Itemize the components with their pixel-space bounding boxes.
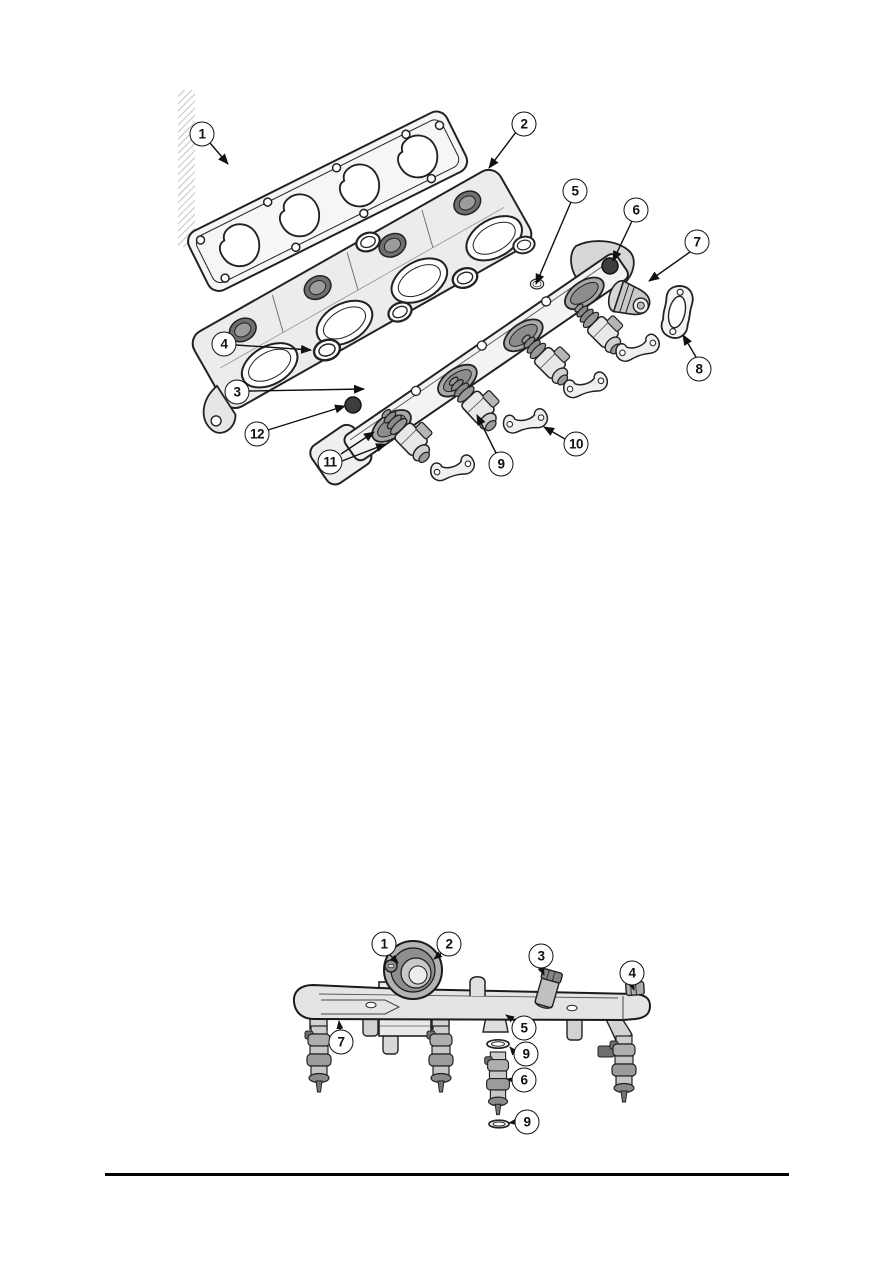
fuel-rail-drawing xyxy=(292,940,652,1129)
callout-3: 3 xyxy=(224,379,250,405)
rail-end-plug xyxy=(344,396,362,414)
figure-exploded-intake-manifold: 1 2 5 6 7 8 4 3 12 11 9 10 xyxy=(172,88,732,503)
callout-10: 10 xyxy=(563,431,589,457)
callout-2: 2 xyxy=(511,111,537,137)
rail-sensor xyxy=(534,968,564,1009)
callout-9-lower: 9 xyxy=(514,1109,540,1135)
callout-leader-lines xyxy=(209,131,697,462)
callout-8: 8 xyxy=(686,356,712,382)
injector-o-rings xyxy=(486,1038,510,1129)
manifold-runner-ports xyxy=(240,215,523,389)
pressure-regulator xyxy=(607,279,651,316)
callout-7: 7 xyxy=(328,1029,354,1055)
rail-clamp-loop xyxy=(469,976,486,996)
callout-1: 1 xyxy=(189,121,215,147)
callout-11: 11 xyxy=(317,449,343,475)
callout-7: 7 xyxy=(684,229,710,255)
callout-4: 4 xyxy=(619,960,645,986)
callout-12: 12 xyxy=(244,421,270,447)
callout-9: 9 xyxy=(488,451,514,477)
exploded-view-drawing xyxy=(178,90,697,486)
figure-fuel-rail-assembly: 1 2 3 4 5 7 9 6 9 xyxy=(283,928,663,1138)
callout-1: 1 xyxy=(371,931,397,957)
callout-5: 5 xyxy=(511,1015,537,1041)
scan-artifact-hatch xyxy=(178,90,195,247)
fuel-rail-assembly xyxy=(292,940,652,1129)
bracket-plug xyxy=(601,257,619,275)
footer-rule xyxy=(105,1173,789,1176)
callout-9-upper: 9 xyxy=(513,1041,539,1067)
callout-6: 6 xyxy=(623,197,649,223)
regulator-gasket xyxy=(660,285,694,339)
fuel-injectors xyxy=(304,1025,637,1116)
callout-3: 3 xyxy=(528,943,554,969)
callout-6: 6 xyxy=(511,1067,537,1093)
callout-4: 4 xyxy=(211,331,237,357)
callout-5: 5 xyxy=(562,178,588,204)
fuel-rail-bar xyxy=(292,983,652,1022)
callout-2: 2 xyxy=(436,931,462,957)
manifold-top-bores xyxy=(228,190,482,343)
detached-injector xyxy=(484,1051,510,1116)
intake-manifold-gasket xyxy=(187,110,469,292)
